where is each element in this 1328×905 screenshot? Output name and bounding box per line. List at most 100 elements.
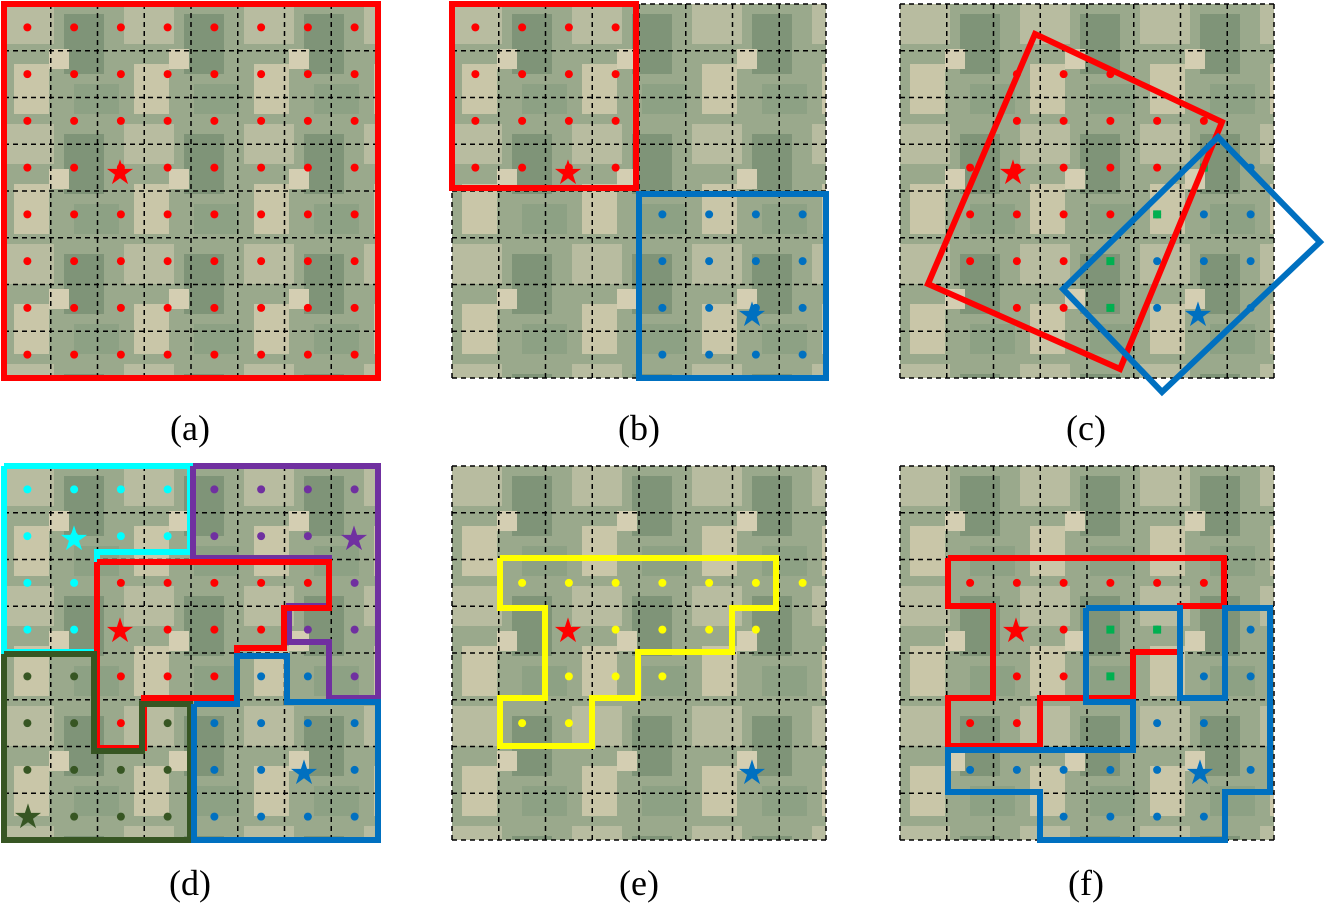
sample-dot — [518, 70, 527, 79]
sample-dot — [1012, 116, 1021, 125]
sample-dot — [210, 765, 219, 774]
sample-dot — [23, 210, 32, 219]
sample-dot — [966, 719, 975, 728]
sample-dot — [210, 23, 219, 32]
sample-dot — [350, 765, 359, 774]
sample-dot — [1059, 578, 1068, 587]
sample-dot — [257, 485, 266, 494]
star-blue: ★ — [737, 297, 767, 334]
sample-dot — [1199, 719, 1208, 728]
sample-dot — [23, 303, 32, 312]
sample-dot — [705, 303, 714, 312]
dot-group — [518, 578, 807, 728]
sample-dot — [163, 350, 172, 359]
sample-dot — [518, 163, 527, 172]
star-cyan: ★ — [59, 521, 89, 558]
sample-dot — [350, 350, 359, 359]
sample-dot — [23, 532, 32, 541]
sample-dot — [257, 23, 266, 32]
sample-dot — [1106, 765, 1115, 774]
caption-a: (a) — [170, 408, 210, 448]
sample-dot — [257, 765, 266, 774]
sample-dot — [1059, 303, 1068, 312]
caption-f: (f) — [1068, 863, 1104, 903]
dot-group — [23, 23, 359, 359]
star-darkgreen: ★ — [13, 799, 43, 836]
sample-dot — [257, 719, 266, 728]
sample-dot — [116, 303, 125, 312]
sample-dot — [1106, 210, 1115, 219]
sample-dot — [210, 625, 219, 634]
sample-dot — [116, 163, 125, 172]
sample-dot — [705, 257, 714, 266]
sample-dot — [116, 485, 125, 494]
sample-dot — [116, 719, 125, 728]
sample-dot — [564, 163, 573, 172]
panel-e: ★ ★ — [451, 465, 827, 841]
sample-dot — [350, 163, 359, 172]
sample-dot — [1153, 163, 1162, 172]
sample-dot — [210, 532, 219, 541]
sample-dot — [1199, 578, 1208, 587]
sample-dot — [303, 116, 312, 125]
sample-dot — [798, 210, 807, 219]
sample-dot — [70, 765, 79, 774]
sample-dot — [350, 578, 359, 587]
sample-dot — [70, 210, 79, 219]
caption-c: (c) — [1066, 408, 1106, 448]
sample-dot — [70, 23, 79, 32]
sample-dot — [257, 116, 266, 125]
sample-dot — [163, 116, 172, 125]
sample-dot — [163, 719, 172, 728]
sample-dot — [1012, 672, 1021, 681]
sample-dot — [163, 303, 172, 312]
sample-dot — [966, 210, 975, 219]
sample-dot — [1153, 765, 1162, 774]
region-outline-blue — [191, 653, 381, 843]
sample-dot — [518, 116, 527, 125]
sample-dot — [23, 257, 32, 266]
sample-dot — [966, 578, 975, 587]
sample-dot — [1012, 765, 1021, 774]
sample-dot — [1012, 210, 1021, 219]
region-outline-blue — [636, 191, 829, 381]
sample-dot — [1199, 257, 1208, 266]
overlap-marker — [1106, 257, 1115, 266]
sample-dot — [350, 812, 359, 821]
panel-c: ★ ★ — [899, 3, 1325, 397]
sample-dot — [798, 350, 807, 359]
sample-dot — [471, 70, 480, 79]
sample-dot — [1153, 812, 1162, 821]
sample-dot — [257, 257, 266, 266]
sample-dot — [303, 163, 312, 172]
sample-dot — [303, 578, 312, 587]
sample-dot — [1153, 303, 1162, 312]
sample-dot — [257, 672, 266, 681]
sample-dot — [303, 812, 312, 821]
panel-f: ★ ★ — [899, 465, 1275, 843]
sample-dot — [116, 210, 125, 219]
sample-dot — [1059, 163, 1068, 172]
sample-dot — [1012, 578, 1021, 587]
sample-dot — [1199, 672, 1208, 681]
sample-dot — [303, 210, 312, 219]
sample-dot — [1153, 719, 1162, 728]
sample-dot — [116, 350, 125, 359]
sample-dot — [705, 625, 714, 634]
sample-dot — [564, 578, 573, 587]
sample-dot — [611, 116, 620, 125]
sample-dot — [257, 303, 266, 312]
sample-dot — [471, 116, 480, 125]
overlap-marker — [1153, 625, 1162, 634]
sample-dot — [303, 672, 312, 681]
sample-dot — [350, 210, 359, 219]
sample-dot — [116, 672, 125, 681]
sample-dot — [350, 23, 359, 32]
sample-dot — [705, 210, 714, 219]
sample-dot — [163, 210, 172, 219]
sample-dot — [303, 532, 312, 541]
sample-dot — [257, 163, 266, 172]
sample-dot — [23, 672, 32, 681]
sample-dot — [210, 116, 219, 125]
sample-dot — [303, 23, 312, 32]
